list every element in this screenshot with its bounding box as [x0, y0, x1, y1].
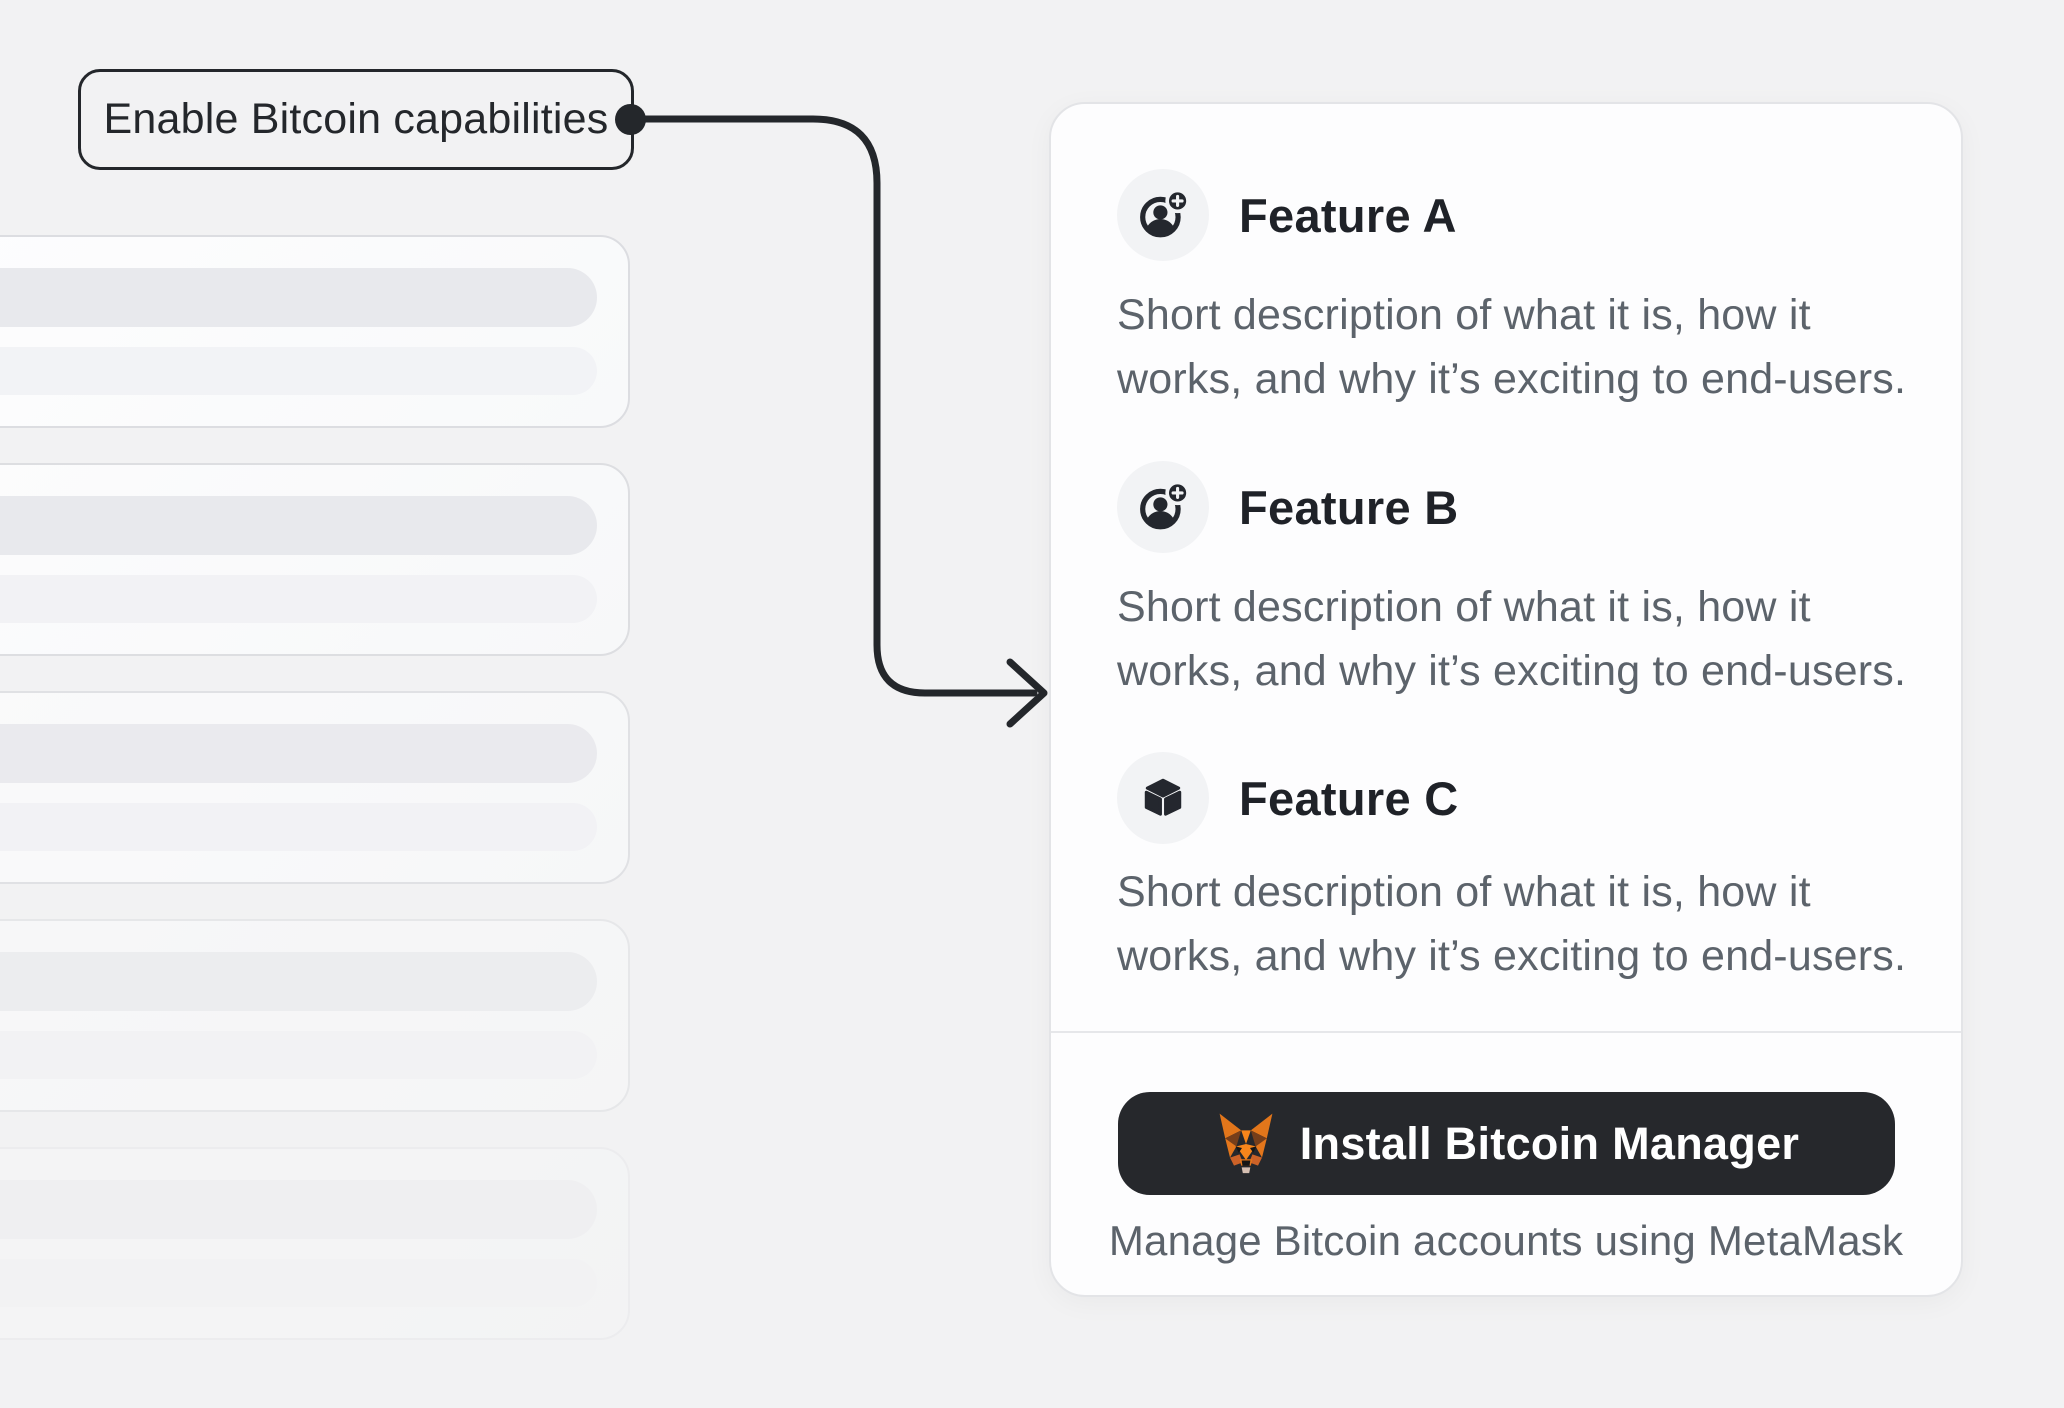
feature-title: Feature A [1239, 188, 1457, 242]
skeleton-card [0, 1147, 630, 1340]
annotation-label: Enable Bitcoin capabilities [78, 69, 634, 170]
feature-row-b: Feature B [1117, 461, 1458, 553]
feature-title: Feature C [1239, 771, 1459, 825]
skeleton-line [0, 803, 597, 851]
skeleton-line [0, 724, 597, 783]
button-caption: Manage Bitcoin accounts using MetaMask [1108, 1217, 1904, 1264]
user-plus-icon [1117, 461, 1209, 553]
annotation-label-text: Enable Bitcoin capabilities [103, 95, 609, 143]
skeleton-card [0, 235, 630, 428]
install-bitcoin-manager-button[interactable]: Install Bitcoin Manager [1118, 1092, 1895, 1195]
user-plus-icon [1117, 169, 1209, 261]
skeleton-card [0, 691, 630, 884]
skeleton-line [0, 1031, 597, 1079]
skeleton-line [0, 952, 597, 1011]
skeleton-line [0, 575, 597, 623]
card-divider [1051, 1031, 1961, 1033]
feature-description: Short description of what it is, how it … [1117, 868, 1907, 980]
skeleton-line [0, 347, 597, 395]
skeleton-line [0, 268, 597, 327]
feature-card: Feature A Short description of what it i… [1049, 102, 1963, 1297]
feature-title: Feature B [1239, 480, 1459, 534]
feature-row-c: Feature C [1117, 752, 1458, 844]
skeleton-line [0, 1259, 597, 1307]
feature-description: Short description of what it is, how it … [1117, 291, 1907, 403]
connector-dot [615, 104, 646, 135]
install-button-label: Install Bitcoin Manager [1299, 1117, 1800, 1169]
skeleton-line [0, 1180, 597, 1239]
skeleton-card [0, 919, 630, 1112]
feature-description: Short description of what it is, how it … [1117, 583, 1907, 695]
feature-row-a: Feature A [1117, 169, 1457, 261]
cube-icon [1117, 752, 1209, 844]
skeleton-card [0, 463, 630, 656]
metamask-fox-icon [1219, 1113, 1273, 1173]
skeleton-line [0, 496, 597, 555]
